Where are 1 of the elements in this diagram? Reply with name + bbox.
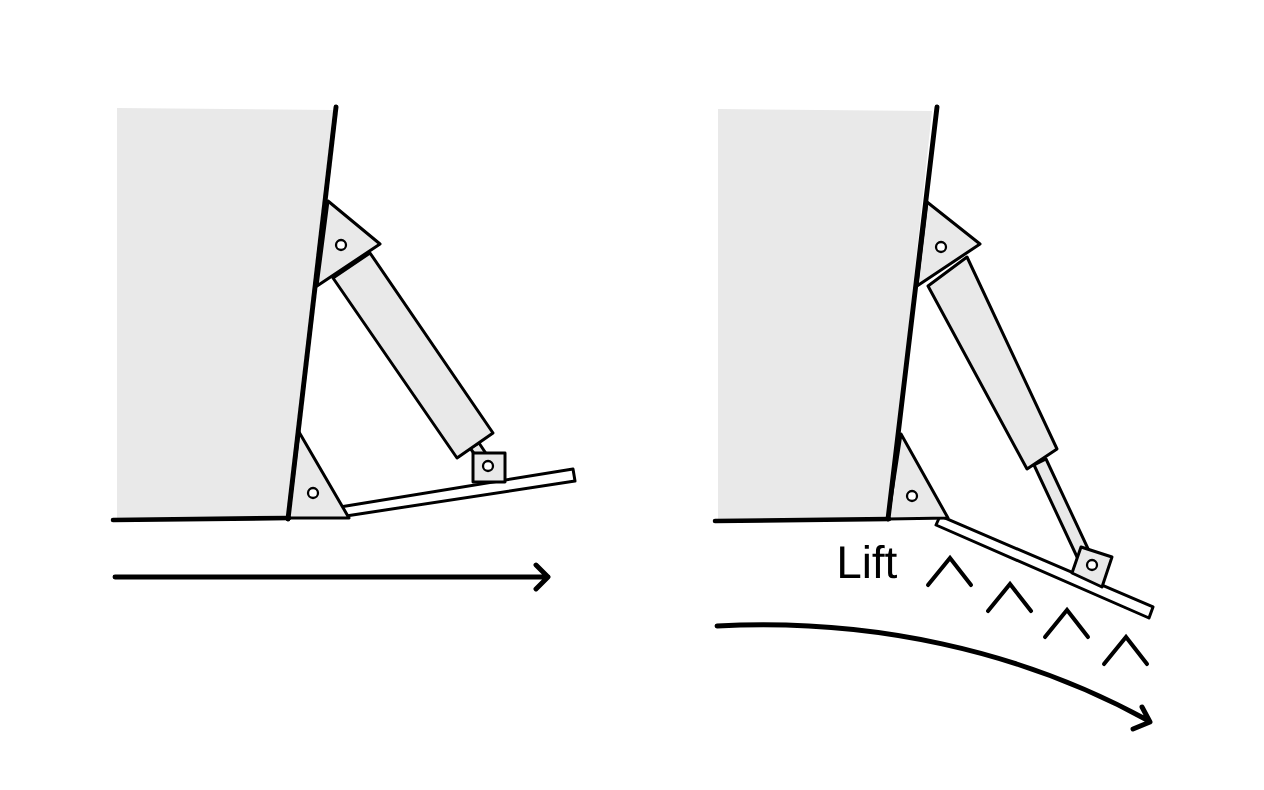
annotation-text: Lift (840, 544, 897, 579)
